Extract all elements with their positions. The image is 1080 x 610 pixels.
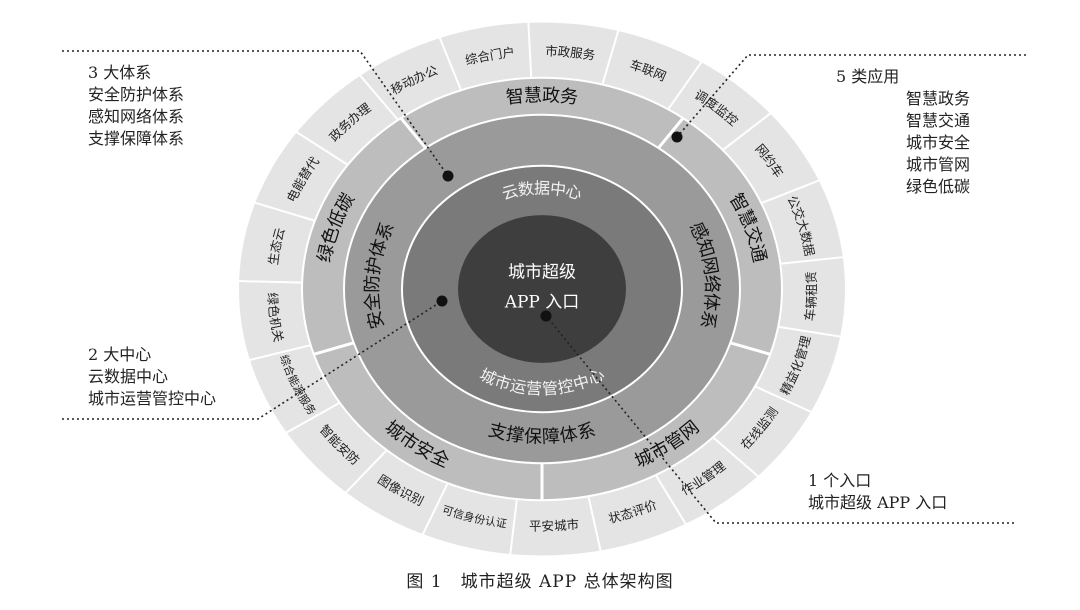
outer-divider — [344, 449, 388, 494]
annotation-systems-title: 3 大体系 — [88, 63, 152, 82]
annotation-systems-item: 感知网络体系 — [88, 107, 185, 126]
systems-pointer-dot — [442, 170, 454, 182]
outer-divider — [438, 36, 462, 91]
outer-divider — [509, 498, 518, 556]
entry-pointer-dot — [540, 310, 552, 322]
pointer-lines — [62, 50, 1026, 524]
entry-pointer-line — [545, 315, 1014, 524]
outer-divider — [421, 482, 449, 536]
outer-divider — [601, 29, 620, 85]
core-label-line2: APP 入口 — [504, 293, 580, 313]
outer-divider — [285, 401, 341, 434]
dividers — [238, 21, 844, 556]
outer-item-label: 市政服务 — [545, 43, 596, 62]
app-divider — [657, 117, 685, 149]
figure-caption: 图 1 城市超级 APP 总体架构图 — [406, 572, 674, 592]
annotation-apps-item: 城市管网 — [906, 155, 971, 174]
annotation-centers-title: 2 大中心 — [88, 345, 152, 364]
annotation-apps-item: 绿色低碳 — [906, 177, 971, 196]
outer-divider — [780, 256, 844, 265]
outer-divider — [760, 179, 821, 205]
annotation-centers-item: 云数据中心 — [88, 367, 169, 386]
outer-item-label: 平安城市 — [529, 516, 579, 533]
annotation-apps: 5 类应用 智慧政务 智慧交通 城市安全 城市管网 绿色低碳 — [836, 66, 970, 198]
outer-divider — [712, 436, 760, 478]
app-divider — [313, 341, 355, 356]
annotation-entry: 1 个入口 城市超级 APP 入口 — [808, 470, 947, 514]
outer-divider — [654, 474, 687, 526]
outer-divider — [248, 344, 311, 362]
core-ellipse — [458, 215, 626, 363]
core-label-line1: 城市超级 — [508, 263, 576, 283]
rings — [237, 20, 847, 558]
outer-divider — [722, 112, 772, 151]
outer-divider — [295, 130, 349, 166]
apps-pointer-line — [676, 54, 1026, 138]
annotation-apps-item: 智慧交通 — [906, 111, 971, 130]
annotation-centers: 2 大中心 云数据中心 城市运营管控中心 — [88, 344, 216, 410]
app-divider — [399, 117, 427, 149]
outer-divider — [238, 279, 303, 284]
annotation-apps-item: 智慧政务 — [906, 89, 971, 108]
annotation-entry-title: 1 个入口 — [808, 471, 872, 490]
apps-pointer-dot — [671, 131, 683, 143]
app-divider — [729, 341, 771, 356]
annotation-apps-item: 城市安全 — [906, 133, 971, 152]
annotation-systems: 3 大体系 安全防护体系 感知网络体系 支撑保障体系 — [88, 62, 184, 150]
outer-divider — [587, 496, 602, 552]
outer-divider — [254, 201, 316, 222]
centers-pointer-dot — [436, 295, 448, 307]
outer-divider — [358, 74, 399, 121]
annotation-apps-title: 5 类应用 — [836, 67, 900, 86]
outer-divider — [754, 385, 813, 414]
outer-divider — [667, 60, 703, 110]
outer-divider — [527, 21, 533, 79]
annotation-centers-item: 城市运营管控中心 — [88, 389, 217, 408]
annotation-entry-item: 城市超级 APP 入口 — [808, 493, 948, 512]
annotation-systems-item: 支撑保障体系 — [88, 129, 185, 148]
centers-pointer-line — [62, 300, 443, 420]
annotation-systems-item: 安全防护体系 — [88, 85, 185, 104]
outer-divider — [777, 325, 842, 338]
